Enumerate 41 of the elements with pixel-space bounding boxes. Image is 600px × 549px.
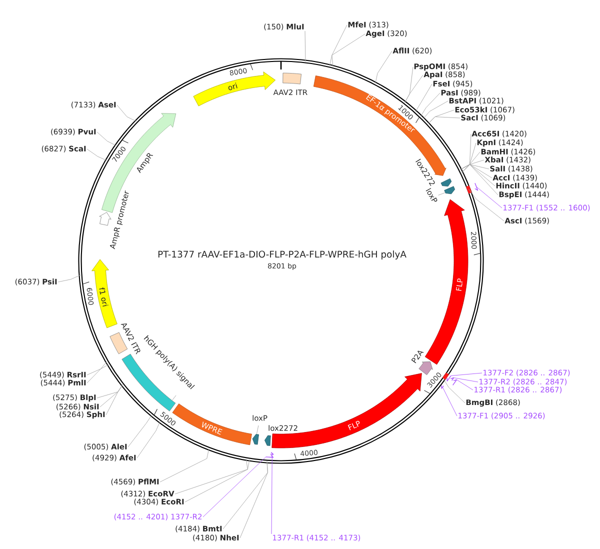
map-title: PT-1377 rAAV-EF1a-DIO-FLP-P2A-FLP-WPRE-hGH polyA — [158, 250, 406, 260]
leader-line — [86, 364, 109, 384]
primer-mark — [452, 379, 457, 386]
primer-mark — [446, 375, 452, 382]
leader-line — [160, 448, 210, 482]
leader-line — [271, 454, 272, 534]
leader-line — [456, 379, 474, 390]
leader-line — [442, 386, 458, 416]
leader-line — [422, 100, 448, 120]
leader-line — [476, 186, 502, 208]
leader-line — [443, 378, 466, 404]
primer-mark — [450, 377, 454, 381]
leader-line — [174, 458, 248, 494]
leader-line — [202, 456, 266, 518]
leader-line — [450, 372, 482, 376]
leader-line — [329, 24, 348, 66]
leader-line — [415, 84, 432, 112]
leader-line — [332, 34, 366, 68]
primer-mark — [474, 182, 478, 191]
leader-line — [468, 188, 504, 222]
leader-line — [375, 50, 392, 84]
leader-line — [96, 132, 117, 146]
leader-line — [86, 361, 108, 376]
leader-line — [86, 148, 108, 161]
leader-line — [304, 30, 306, 62]
leader-line — [58, 274, 81, 282]
primer-mark — [266, 454, 274, 458]
leader-line — [96, 384, 123, 398]
leader-line — [136, 421, 160, 458]
leader-line — [184, 459, 250, 502]
leader-line — [454, 378, 478, 382]
leader-line — [222, 461, 268, 530]
leader-line — [461, 164, 498, 196]
leader-line — [460, 160, 484, 170]
primer-mark — [441, 384, 444, 389]
primer-mark — [270, 452, 274, 455]
leader-line — [420, 92, 440, 117]
leader-line — [116, 104, 137, 122]
leader-line — [128, 414, 152, 448]
leader-line — [404, 74, 424, 103]
leader-line — [428, 116, 460, 124]
